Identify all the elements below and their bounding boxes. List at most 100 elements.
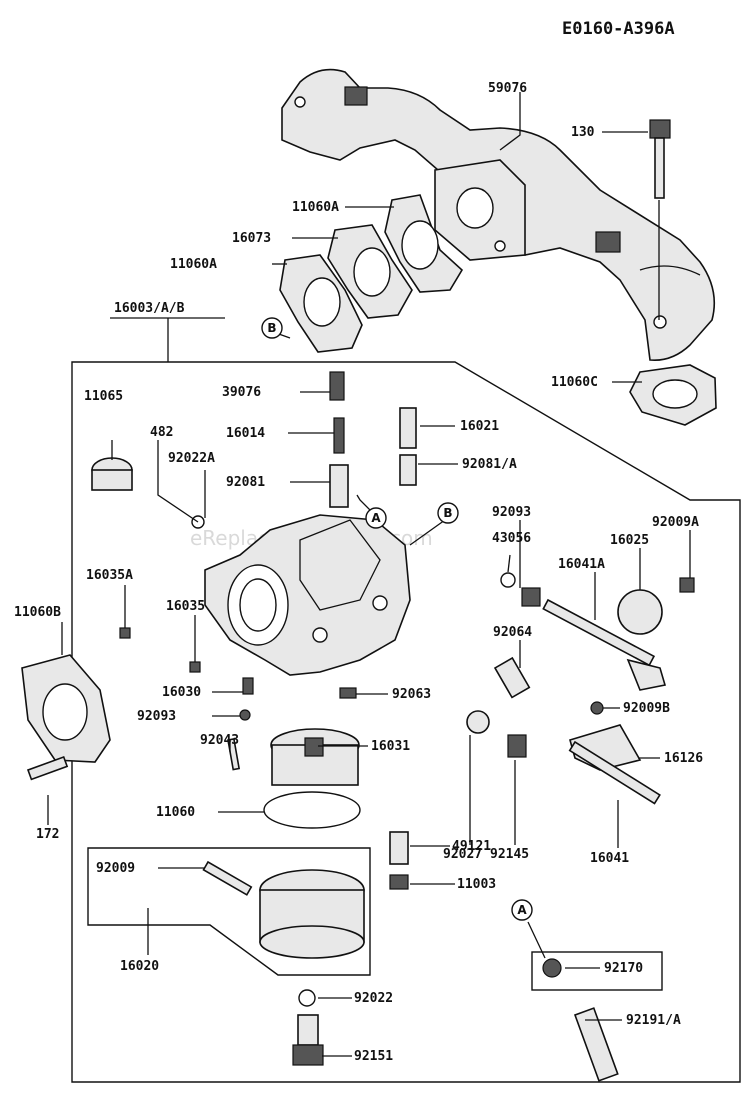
part-92191A <box>573 1007 619 1082</box>
box-92170 <box>531 951 663 991</box>
shaft-16041 <box>568 740 661 805</box>
callout-letter: B <box>443 506 452 520</box>
label-16014: 16014 <box>226 426 265 441</box>
callout-a2: A <box>511 899 533 921</box>
bolt-92151 <box>292 1014 324 1066</box>
part-92145 <box>507 734 527 758</box>
label-11065: 11065 <box>84 389 123 404</box>
cup-11065 <box>91 457 133 491</box>
screw-92009 <box>202 860 253 896</box>
label-92027: 92027 <box>443 847 482 862</box>
label-92063: 92063 <box>392 687 431 702</box>
part-labels: 59076 130 11060A 16073 11060A 16003/A/B … <box>14 81 703 1064</box>
label-92191A: 92191/A <box>626 1013 681 1028</box>
gasket-11060A-top <box>384 194 464 293</box>
label-92043: 92043 <box>200 733 239 748</box>
label-11060B: 11060B <box>14 605 61 620</box>
bolt-130 <box>649 119 671 320</box>
label-43056: 43056 <box>492 531 531 546</box>
gasket-11060 <box>263 791 361 829</box>
washer-92022 <box>298 989 316 1007</box>
label-59076: 59076 <box>488 81 527 96</box>
nut-43056 <box>521 587 541 607</box>
label-16030: 16030 <box>162 685 201 700</box>
float-16031 <box>270 728 360 786</box>
spring-92081 <box>329 464 349 508</box>
label-92081A: 92081/A <box>462 457 517 472</box>
label-11060: 11060 <box>156 805 195 820</box>
label-11060A-top: 11060A <box>292 200 339 215</box>
gasket-11060C <box>629 364 717 426</box>
label-92009B: 92009B <box>623 701 670 716</box>
label-16041A: 16041A <box>558 557 605 572</box>
label-92145: 92145 <box>490 847 529 862</box>
jet-16030 <box>242 677 254 695</box>
label-11060C: 11060C <box>551 375 598 390</box>
label-16035: 16035 <box>166 599 205 614</box>
label-92009: 92009 <box>96 861 135 876</box>
assembly-frame <box>71 361 741 1083</box>
label-92022A: 92022A <box>168 451 215 466</box>
label-16073: 16073 <box>232 231 271 246</box>
gasket-11060B <box>21 654 111 763</box>
label-92081: 92081 <box>226 475 265 490</box>
label-92022: 92022 <box>354 991 393 1006</box>
label-92064: 92064 <box>493 625 532 640</box>
label-92170: 92170 <box>604 961 643 976</box>
carburetor-body <box>204 514 411 676</box>
label-92093-bottom: 92093 <box>137 709 176 724</box>
callout-letter: A <box>371 511 381 525</box>
label-49121: 49121 <box>452 839 491 854</box>
diagram-code: E0160-A396A <box>562 19 675 39</box>
label-11060A-left: 11060A <box>170 257 217 272</box>
label-16126: 16126 <box>664 751 703 766</box>
stud-172 <box>26 755 69 781</box>
label-482: 482 <box>150 425 173 440</box>
label-92093-top: 92093 <box>492 505 531 520</box>
callout-b2: B <box>261 317 283 339</box>
screw-92064 <box>493 656 531 699</box>
label-130: 130 <box>571 125 595 140</box>
screw-92063 <box>339 687 357 699</box>
needle-16014 <box>333 417 345 454</box>
jet-11003 <box>389 874 409 890</box>
oring-92093 <box>500 572 516 588</box>
label-16021: 16021 <box>460 419 499 434</box>
pin-92043 <box>227 738 241 771</box>
callout-letter: B <box>267 321 276 335</box>
label-16025: 16025 <box>610 533 649 548</box>
label-16041: 16041 <box>590 851 629 866</box>
exhaust-manifold <box>281 68 716 362</box>
screw-16021 <box>399 407 417 449</box>
screw-92009B <box>590 701 604 715</box>
callout-b1: B <box>437 502 459 524</box>
jet-92093 <box>239 709 251 721</box>
jet-16035 <box>189 661 201 673</box>
leader-lines <box>47 92 691 1057</box>
spring-92081A <box>399 454 417 486</box>
callout-a1: A <box>365 507 387 529</box>
callout-letter: A <box>517 903 527 917</box>
gasket-11060A-left <box>279 254 363 353</box>
label-16020: 16020 <box>120 959 159 974</box>
label-16031: 16031 <box>371 739 410 754</box>
label-16003: 16003/A/B <box>114 301 185 316</box>
float-bowl-16020 <box>259 869 365 959</box>
jet-49121 <box>389 831 409 865</box>
screw-92009A <box>679 577 695 593</box>
shaft-16041A <box>542 598 667 691</box>
plug-16035A <box>119 627 131 639</box>
label-11003: 11003 <box>457 877 496 892</box>
label-39076: 39076 <box>222 385 261 400</box>
part-92170 <box>542 958 562 978</box>
label-16035A: 16035A <box>86 568 133 583</box>
plate-16025 <box>617 589 663 635</box>
gasket-16073 <box>327 224 413 319</box>
part-39076 <box>329 371 345 401</box>
label-172: 172 <box>36 827 59 842</box>
label-92151: 92151 <box>354 1049 393 1064</box>
nut-92027 <box>466 710 490 734</box>
label-92009A: 92009A <box>652 515 699 530</box>
